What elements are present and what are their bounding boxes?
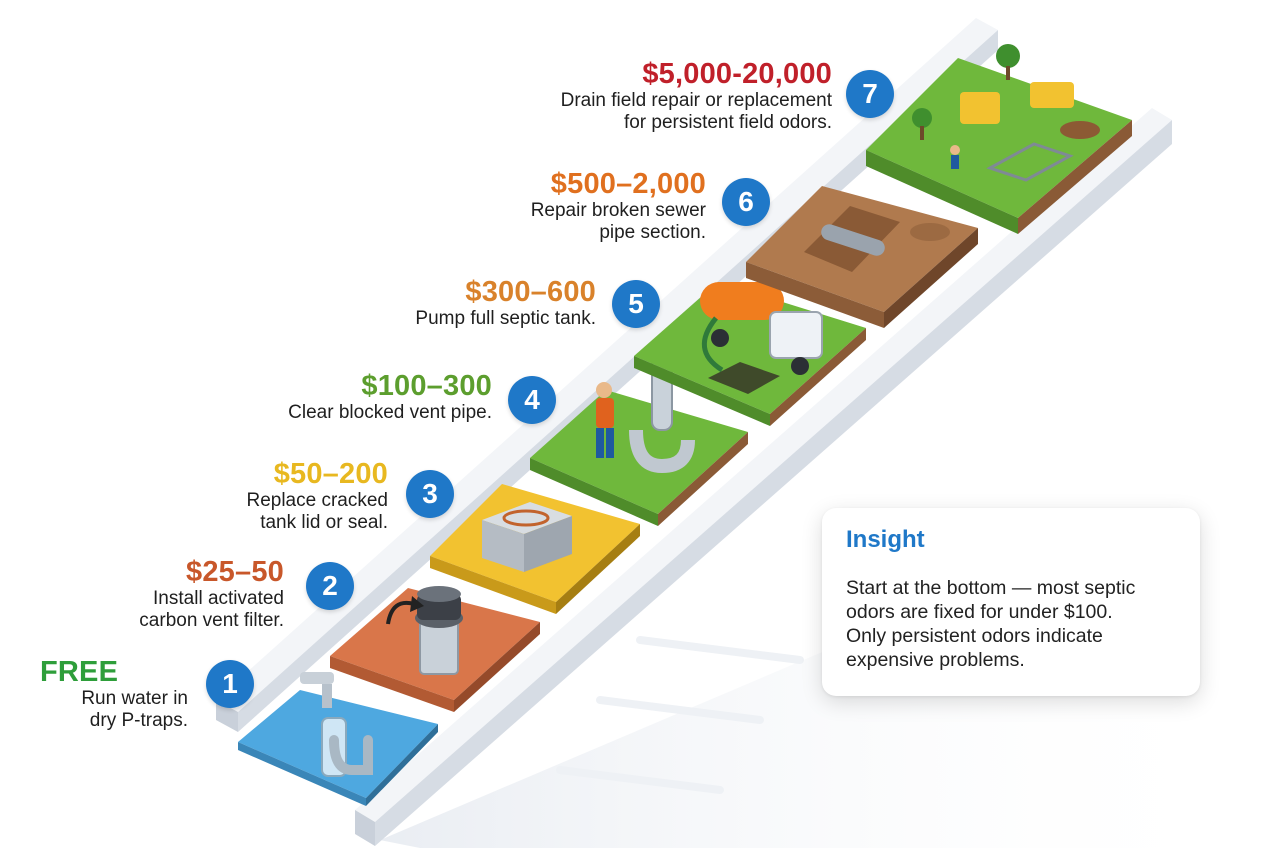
step-2-description: Install activated carbon vent filter. (139, 588, 284, 631)
step-7-tile (866, 44, 1132, 234)
step-5-badge: 5 (612, 280, 660, 328)
step-1-description: Run water in dry P-traps. (81, 688, 188, 731)
step-2-price: $25–50 (186, 556, 284, 588)
step-7-description: Drain field repair or replacement for pe… (560, 90, 832, 133)
step-1-tile (238, 672, 438, 806)
step-4-badge: 4 (508, 376, 556, 424)
step-7-text: $5,000-20,000 Drain field repair or repl… (500, 58, 832, 134)
step-6-text: $500–2,000 Repair broken sewer pipe sect… (474, 168, 706, 244)
step-3-price: $50–200 (273, 458, 388, 490)
step-2-badge: 2 (306, 562, 354, 610)
step-7-price: $5,000-20,000 (642, 58, 832, 90)
step-5-text: $300–600 Pump full septic tank. (370, 276, 596, 330)
step-4-price: $100–300 (361, 370, 492, 402)
step-4-text: $100–300 Clear blocked vent pipe. (230, 370, 492, 424)
step-6-price: $500–2,000 (550, 168, 706, 200)
step-5-description: Pump full septic tank. (415, 308, 596, 329)
step-5-price: $300–600 (465, 276, 596, 308)
step-1-badge: 1 (206, 660, 254, 708)
step-4-description: Clear blocked vent pipe. (288, 402, 492, 423)
install-arrow-head (410, 596, 424, 612)
step-5-tile (634, 282, 866, 426)
step-3-description: Replace cracked tank lid or seal. (246, 490, 388, 533)
step-6-description: Repair broken sewer pipe section. (530, 200, 706, 243)
ladder-right-rail (355, 108, 1172, 846)
install-arrow-icon (386, 601, 415, 625)
step-6-tile (746, 186, 978, 328)
step-7-badge: 7 (846, 70, 894, 118)
step-3-text: $50–200 Replace cracked tank lid or seal… (180, 458, 388, 534)
insight-title: Insight (846, 526, 925, 553)
step-3-tile (430, 484, 640, 614)
insight-card: Insight Start at the bottom — most septi… (822, 508, 1200, 696)
step-3-badge: 3 (406, 470, 454, 518)
shadow-rungs (556, 636, 804, 794)
step-1-text: FREE Run water in dry P-traps. (40, 656, 188, 732)
step-6-badge: 6 (722, 178, 770, 226)
step-1-price: FREE (40, 656, 119, 688)
insight-body: Start at the bottom — most septic odors … (846, 577, 1136, 671)
step-2-text: $25–50 Install activated carbon vent fil… (80, 556, 284, 632)
step-2-tile (330, 586, 540, 712)
